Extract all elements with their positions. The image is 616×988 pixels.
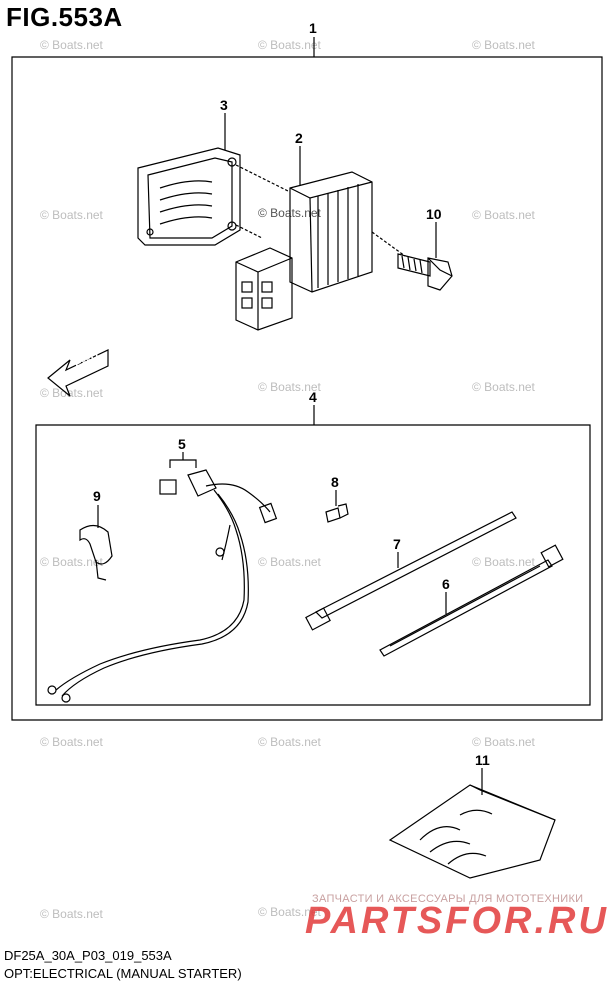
bolt-10: [397, 253, 453, 291]
bracket-plate: [137, 147, 241, 246]
callout-1: 1: [309, 20, 317, 36]
callout-2: 2: [295, 130, 303, 146]
watermark: © Boats.net: [472, 555, 535, 569]
figure-description: OPT:ELECTRICAL (MANUAL STARTER): [4, 966, 242, 981]
ad-subtitle: ЗАПЧАСТИ И АКСЕССУАРЫ ДЛЯ МОТОТЕХНИКИ: [312, 893, 584, 905]
assembly-frame-1: [11, 56, 603, 721]
fwd-arrow-icon: [47, 349, 109, 397]
assembly-frame-4: [35, 424, 591, 706]
callout-8: 8: [331, 474, 339, 490]
watermark: © Boats.net: [40, 735, 103, 749]
watermark: © Boats.net: [40, 208, 103, 222]
watermark: © Boats.net: [258, 380, 321, 394]
watermark: © Boats.net: [472, 735, 535, 749]
cable-tie-6: [379, 544, 564, 657]
callout-7: 7: [393, 536, 401, 552]
parts-bag-11: [388, 784, 556, 879]
figure-code: DF25A_30A_P03_019_553A: [4, 948, 172, 963]
watermark: © Boats.net: [472, 208, 535, 222]
regulator: [235, 171, 373, 331]
callout-6: 6: [442, 576, 450, 592]
watermark: © Boats.net: [258, 735, 321, 749]
ad-logo: PARTSFOR.RU: [305, 900, 609, 942]
callout-9: 9: [93, 488, 101, 504]
watermark: © Boats.net: [40, 555, 103, 569]
watermark: © Boats.net: [472, 380, 535, 394]
cable-tie-7: [305, 511, 517, 631]
callout-3: 3: [220, 97, 228, 113]
wire-harness: [47, 469, 278, 703]
watermark: © Boats.net: [258, 905, 321, 919]
watermark: © Boats.net: [40, 907, 103, 921]
callout-11: 11: [475, 752, 490, 768]
watermark: © Boats.net: [40, 38, 103, 52]
callout-4: 4: [309, 389, 317, 405]
watermark: © Boats.net: [258, 38, 321, 52]
watermark: © Boats.net: [472, 38, 535, 52]
clamp-9: [79, 524, 113, 581]
watermark: © Boats.net: [258, 555, 321, 569]
watermark: © Boats.net: [40, 386, 103, 400]
figure-title: FIG.553A: [6, 2, 123, 32]
screw-8: [325, 503, 349, 523]
callout-5: 5: [178, 436, 186, 452]
callout-10: 10: [426, 206, 442, 222]
